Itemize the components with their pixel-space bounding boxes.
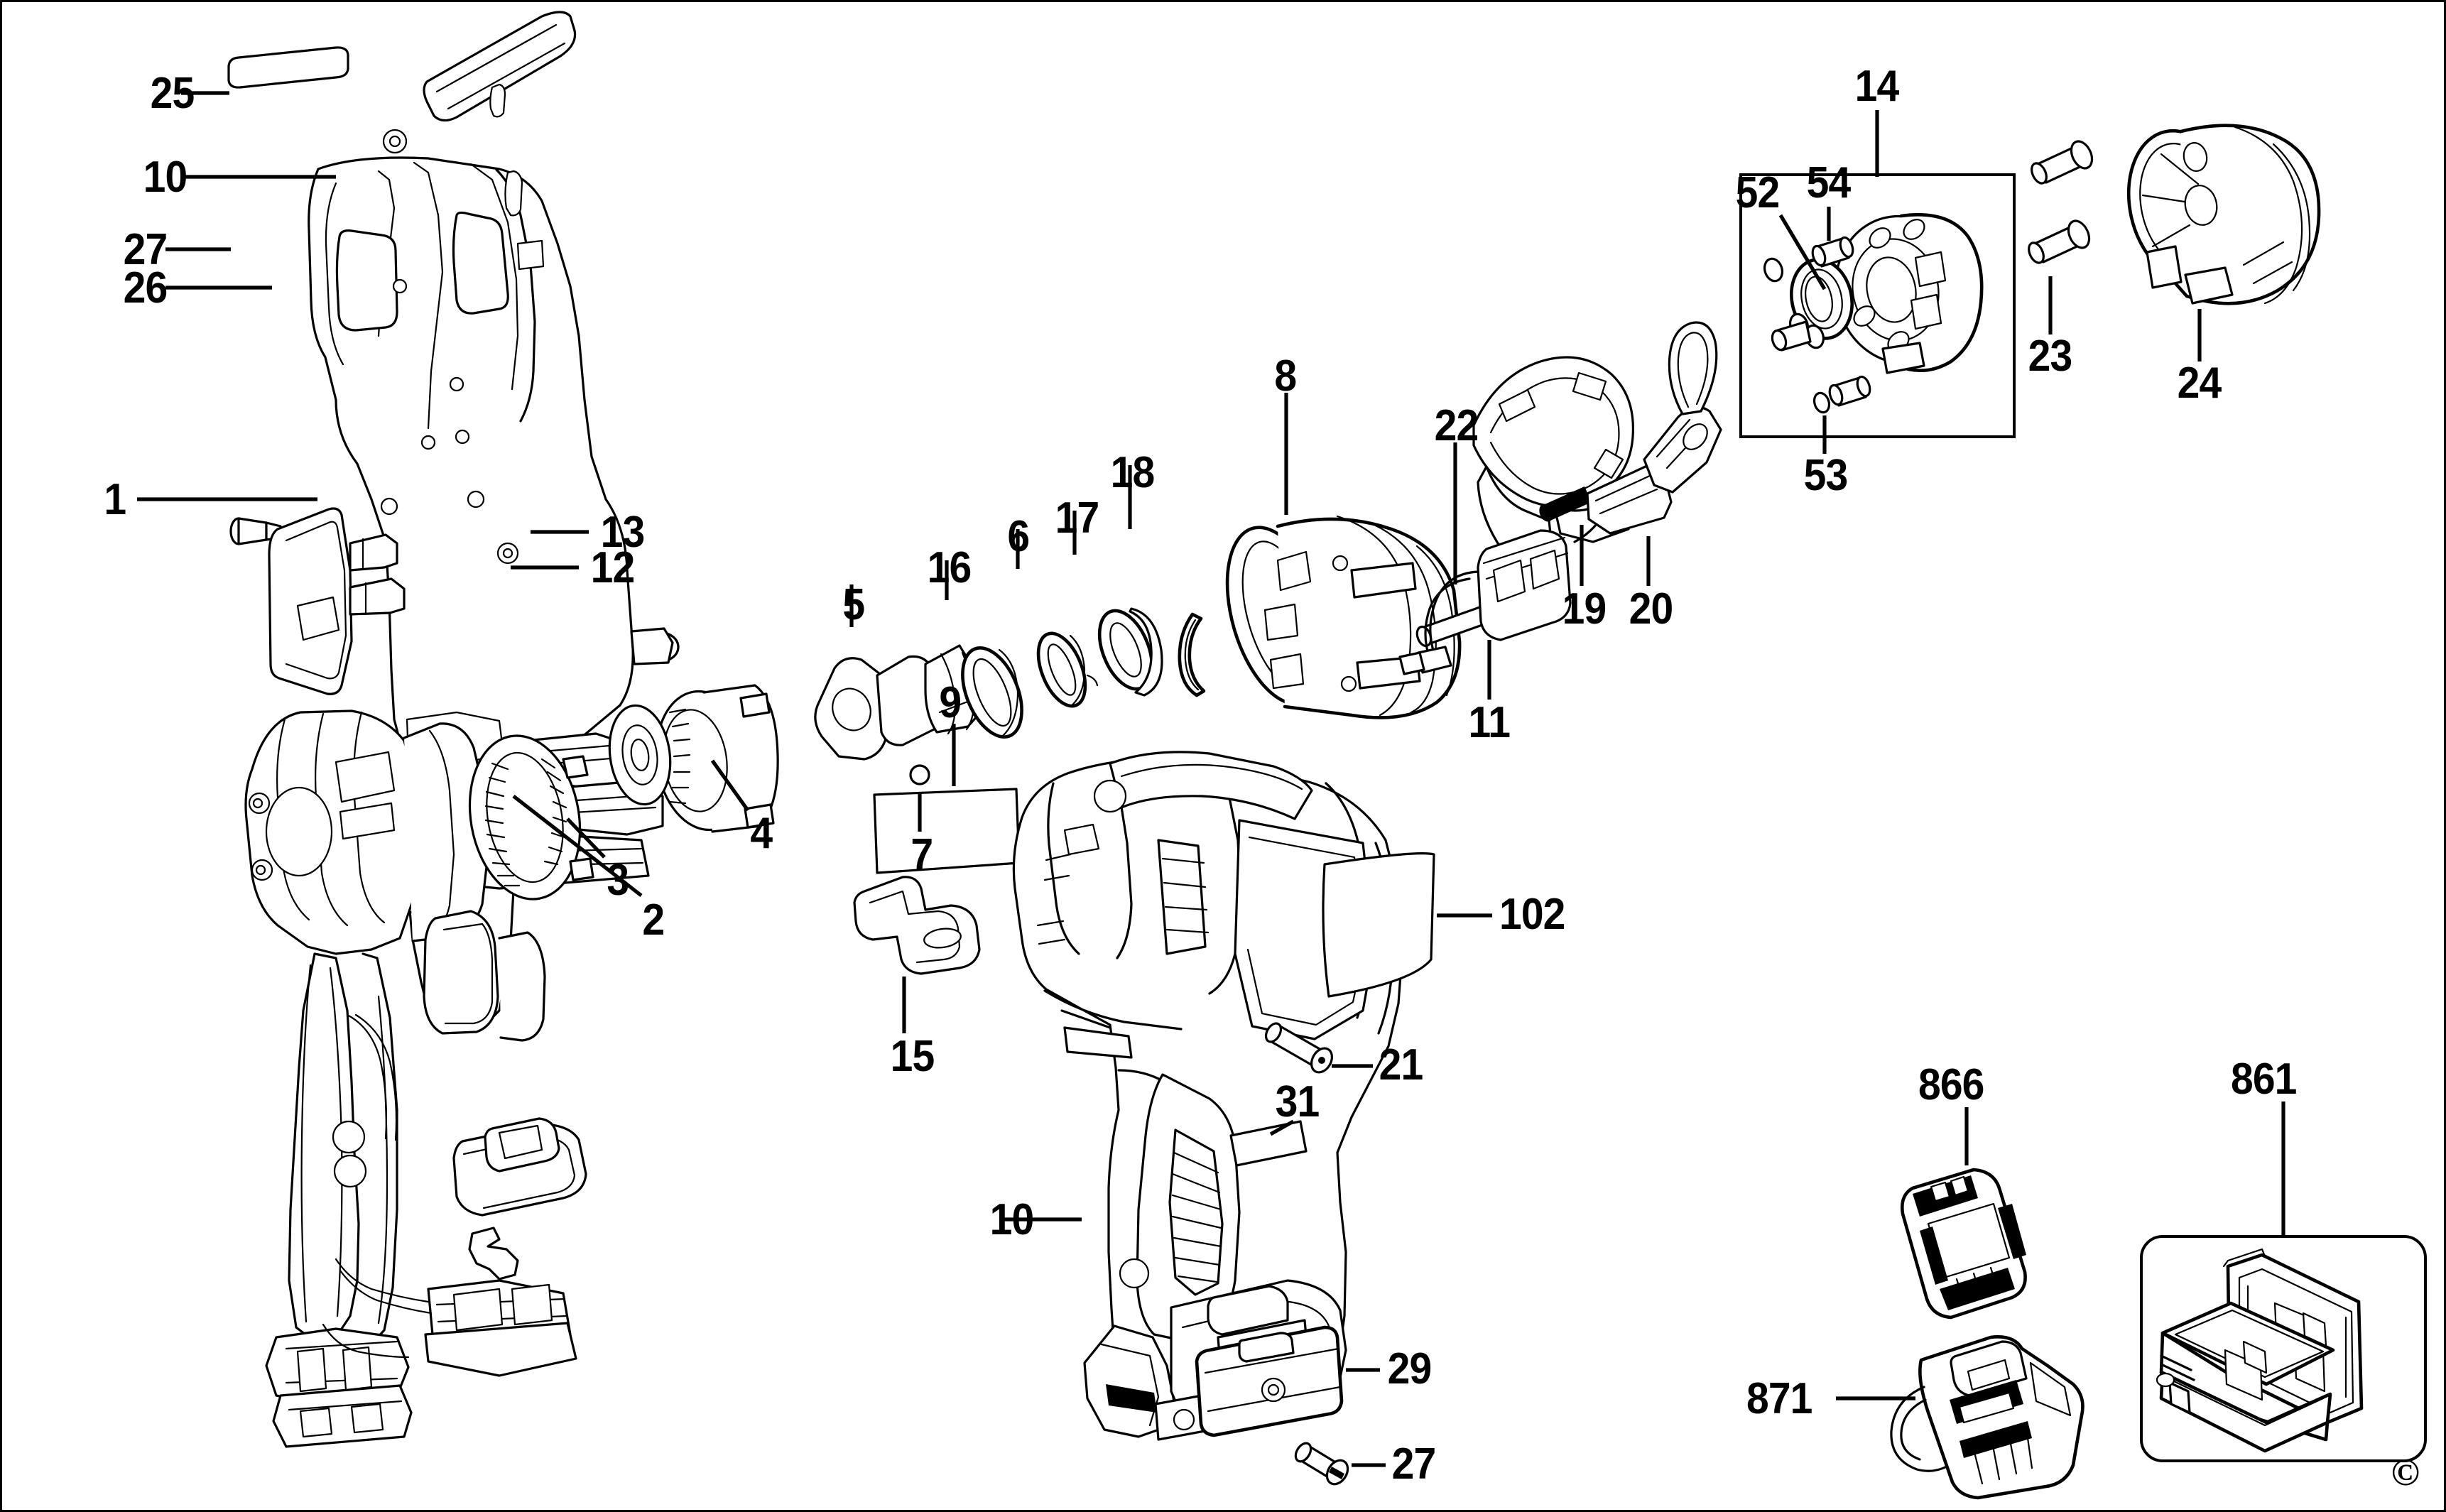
callout-21: 21 — [1379, 1040, 1424, 1089]
callout-24: 24 — [2177, 359, 2222, 408]
callout-17: 17 — [1055, 494, 1100, 543]
callout-29: 29 — [1387, 1344, 1433, 1393]
callout-11: 11 — [1468, 698, 1511, 747]
part-dowel-pin-23-upper — [2031, 140, 2094, 185]
callout-16: 16 — [927, 543, 972, 592]
part-impact-mechanism-14 — [1763, 212, 1984, 414]
callout-7: 7 — [911, 830, 933, 879]
callout-102: 102 — [1499, 890, 1565, 939]
callout-871: 871 — [1746, 1374, 1812, 1423]
callout-9: 9 — [939, 678, 962, 727]
callout-23: 23 — [2028, 332, 2073, 381]
callout-6: 6 — [1007, 512, 1030, 561]
callout-22: 22 — [1434, 401, 1479, 450]
part-washer-c-clip-18 — [1178, 612, 1206, 697]
part-forward-reverse-19 — [1539, 486, 1592, 522]
part-detent-ball-7 — [909, 764, 930, 785]
part-led-light-holder-20 — [1586, 321, 1722, 535]
grouping-box-861 — [2140, 1235, 2427, 1462]
callout-866: 866 — [1918, 1060, 1984, 1109]
callout-12: 12 — [590, 543, 636, 592]
callout-20: 20 — [1629, 584, 1674, 633]
part-dowel-pin-23-lower — [2028, 219, 2091, 264]
callout-26: 26 — [123, 263, 168, 312]
callout-3: 3 — [607, 856, 629, 905]
part-retaining-ring-6 — [1036, 631, 1099, 708]
ring-gear-teeth — [484, 758, 567, 887]
callout-54: 54 — [1806, 158, 1852, 207]
callout-8: 8 — [1274, 352, 1297, 401]
part-o-ring-16 — [961, 646, 1023, 739]
callout-15: 15 — [890, 1032, 935, 1081]
callout-31: 31 — [1275, 1077, 1320, 1126]
callout-53: 53 — [1803, 451, 1849, 500]
callout-27-upper: 27 — [123, 225, 168, 274]
part-ball-set-52 — [1763, 257, 1825, 352]
part-roller-pin-53 — [1812, 375, 1871, 414]
part-belt-hook-clip-26 — [268, 507, 406, 695]
callout-1: 1 — [104, 475, 126, 524]
callout-14: 14 — [1854, 62, 1900, 111]
callout-10-right: 10 — [989, 1195, 1035, 1244]
callout-4: 4 — [750, 809, 773, 858]
callout-861: 861 — [2231, 1055, 2297, 1104]
part-bushing-17 — [1097, 607, 1163, 697]
part-screw-21 — [1264, 1022, 1334, 1074]
part-battery-terminal-cover-29 — [1195, 1325, 1344, 1437]
copyright-icon: © — [2391, 1451, 2420, 1494]
leader-lines — [137, 91, 2285, 1467]
part-tool-body-right-10 — [853, 751, 1435, 1441]
callout-25: 25 — [150, 69, 195, 118]
callout-10-left: 10 — [143, 153, 188, 202]
part-battery-pack-866 — [1901, 1168, 2027, 1320]
part-screw-27-lower — [1294, 1442, 1349, 1486]
part-battery-charger-871 — [1890, 1335, 2084, 1500]
callout-2: 2 — [642, 896, 665, 945]
part-brand-decal-102 — [1322, 852, 1435, 998]
callout-52: 52 — [1735, 168, 1781, 217]
part-rating-plate-decal-31 — [1229, 1120, 1308, 1167]
callout-27-lower: 27 — [1391, 1440, 1437, 1489]
part-hammer-case-8 — [1225, 515, 1496, 719]
part-roller-pin-54 — [1811, 236, 1854, 268]
callout-13: 13 — [600, 508, 646, 557]
part-anvil-collar-24 — [2126, 124, 2321, 305]
callout-5: 5 — [842, 580, 865, 629]
callout-19: 19 — [1562, 584, 1607, 633]
part-carrying-case-861 — [2156, 1248, 2364, 1453]
callout-18: 18 — [1110, 448, 1156, 497]
part-motor-assembly-1 — [244, 684, 779, 1448]
